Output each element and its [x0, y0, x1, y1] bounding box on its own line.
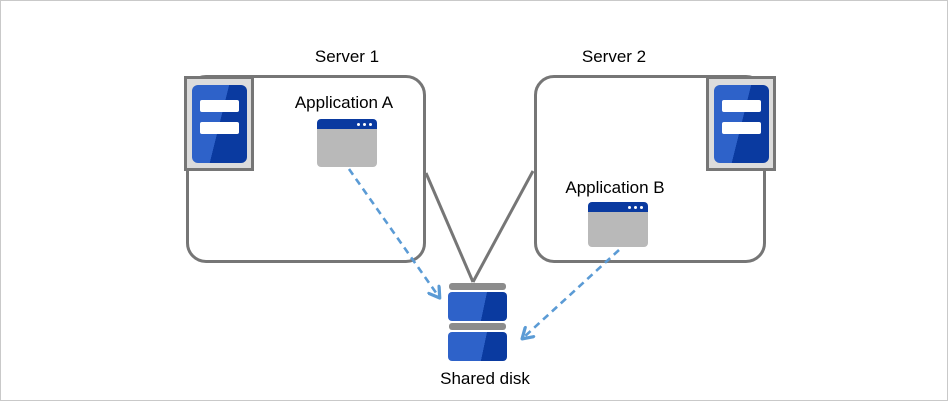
- server-tower-icon: [192, 85, 247, 163]
- window-dot: [369, 122, 372, 126]
- disk-stack-icon: [448, 283, 507, 361]
- window-body: [317, 129, 377, 167]
- server-slot-bar: [722, 100, 761, 112]
- server2-label: Server 2: [581, 47, 647, 66]
- window-body: [588, 212, 648, 247]
- window-dot: [634, 205, 637, 209]
- window-titlebar: [317, 119, 377, 129]
- application-window-icon: [588, 202, 648, 247]
- connector-line-server2-disk: [471, 170, 535, 283]
- server2-icon-box: [706, 76, 776, 171]
- window-titlebar: [588, 202, 648, 212]
- window-dot: [363, 122, 366, 126]
- disk-platter: [448, 332, 507, 361]
- server1-label: Server 1: [314, 47, 380, 66]
- data-flow-arrow-appB-disk: [523, 249, 620, 338]
- appB-label: Application B: [565, 178, 665, 197]
- shared-disk-label: Shared disk: [440, 369, 530, 388]
- disk-bar: [449, 323, 506, 330]
- disk-bar: [449, 283, 506, 290]
- application-window-icon: [317, 119, 377, 167]
- server1-icon-box: [184, 76, 254, 171]
- server-tower-icon: [714, 85, 769, 163]
- window-dot: [357, 122, 360, 126]
- server-slot-bar: [200, 100, 239, 112]
- window-dot: [628, 205, 631, 209]
- appA-label: Application A: [294, 93, 394, 112]
- connector-line-server1-disk: [424, 172, 475, 283]
- disk-platter: [448, 292, 507, 321]
- window-dot: [640, 205, 643, 209]
- server-slot-bar: [200, 122, 239, 134]
- server-slot-bar: [722, 122, 761, 134]
